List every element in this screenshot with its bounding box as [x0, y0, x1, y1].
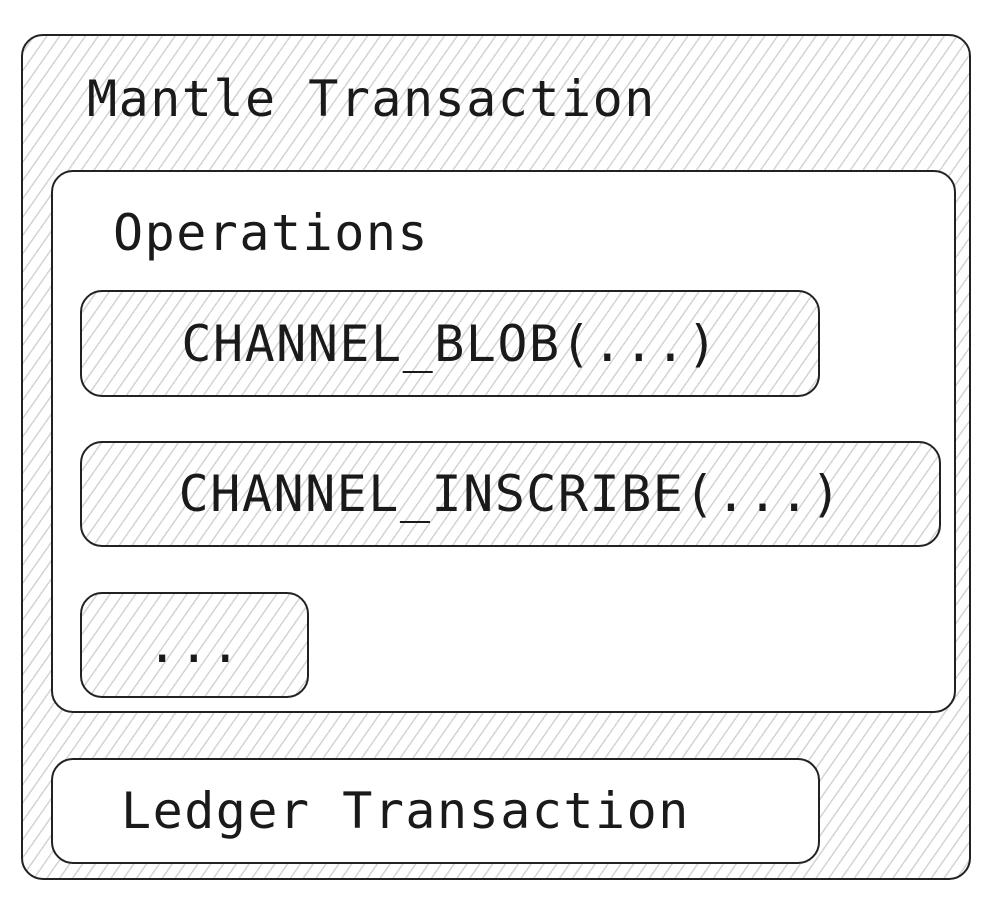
operation-channel-inscribe: CHANNEL_INSCRIBE(...) — [80, 441, 941, 547]
operation-ellipsis-label: ... — [147, 616, 242, 674]
operation-channel-blob: CHANNEL_BLOB(...) — [80, 290, 820, 397]
operation-ellipsis: ... — [80, 592, 309, 698]
mantle-transaction-title: Mantle Transaction — [87, 70, 656, 128]
ledger-transaction-label: Ledger Transaction — [121, 782, 690, 840]
operations-title: Operations — [113, 204, 430, 262]
operation-channel-inscribe-label: CHANNEL_INSCRIBE(...) — [178, 465, 843, 523]
ledger-transaction-box: Ledger Transaction — [51, 758, 820, 864]
operation-channel-blob-label: CHANNEL_BLOB(...) — [181, 314, 719, 373]
